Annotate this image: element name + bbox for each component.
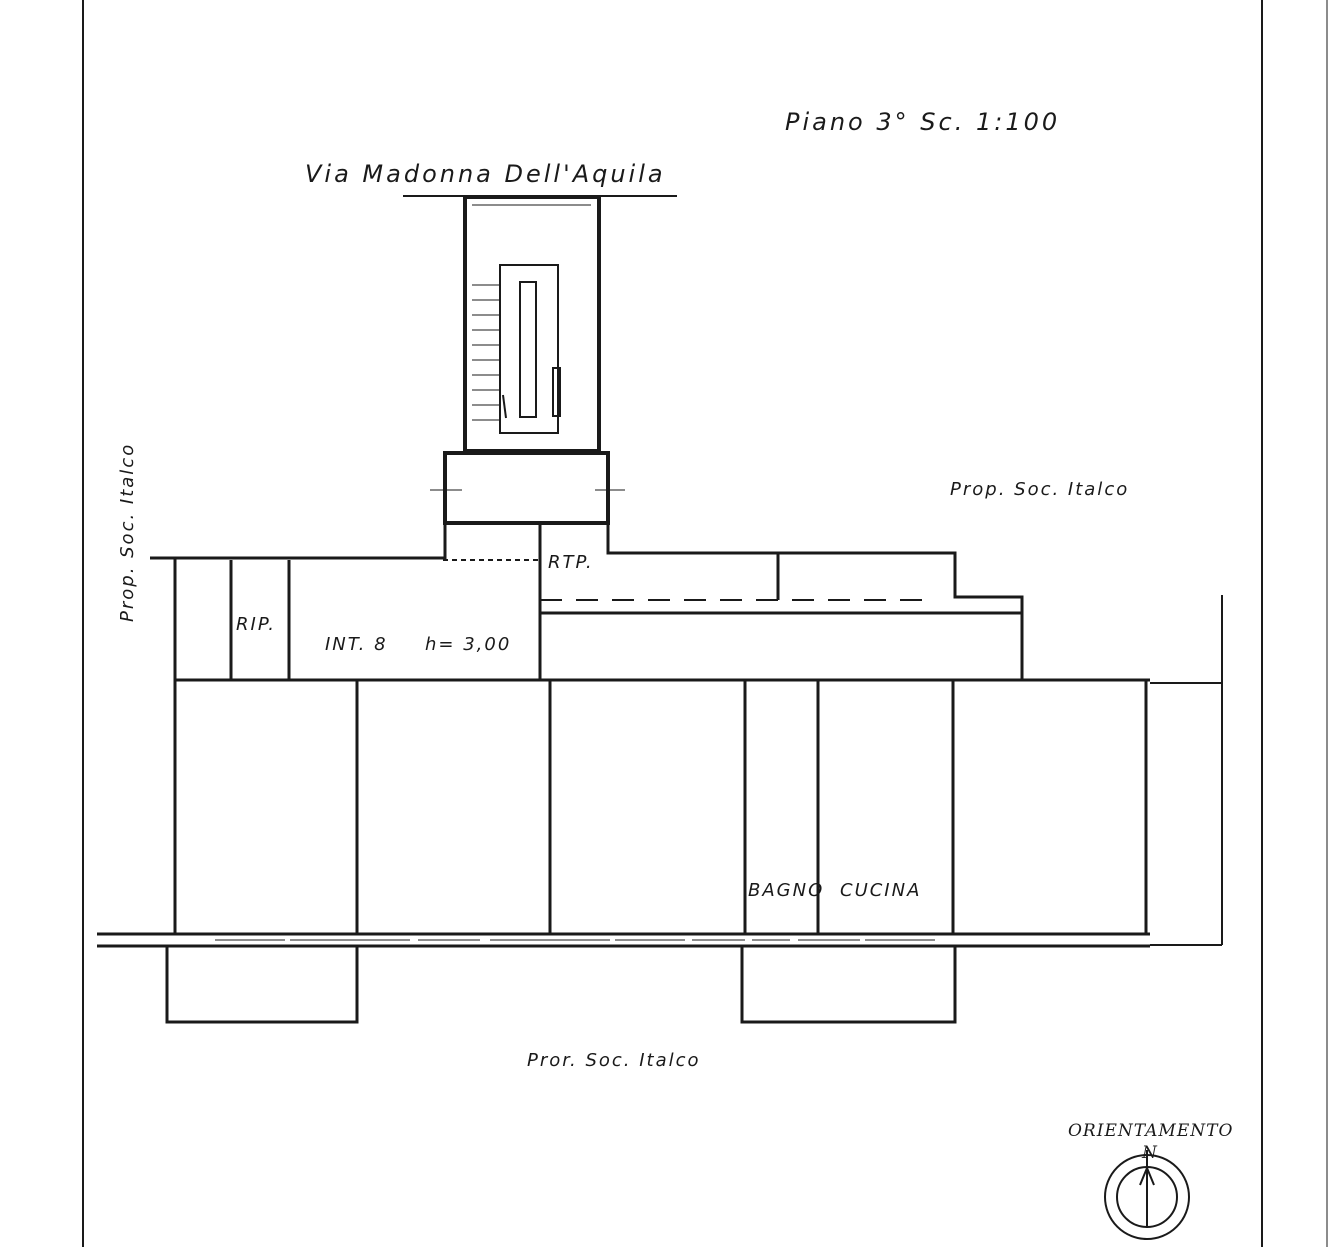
street-label: Via Madonna Dell'Aquila bbox=[305, 160, 666, 188]
prop-right-label: Prop. Soc. Italco bbox=[950, 479, 1129, 500]
apartment-lower bbox=[355, 595, 1223, 946]
height-label: h= 3,00 bbox=[425, 634, 511, 655]
rip-left-label: RIP. bbox=[236, 614, 276, 635]
landing bbox=[430, 451, 625, 561]
apartment-upper bbox=[150, 523, 1150, 935]
bath-label: BAGNO bbox=[748, 880, 824, 901]
compass: ORIENTAMENTO N bbox=[1068, 1121, 1233, 1240]
compass-label: ORIENTAMENTO bbox=[1068, 1121, 1233, 1141]
page-frame bbox=[82, 0, 1328, 1247]
compass-north: N bbox=[1141, 1143, 1158, 1163]
prop-bottom-label: Pror. Soc. Italco bbox=[527, 1050, 701, 1071]
balconies bbox=[165, 946, 957, 1024]
facade-wall bbox=[97, 932, 1150, 948]
rip-top-label: RTP. bbox=[548, 552, 594, 573]
staircase bbox=[463, 195, 601, 453]
kitchen-label: CUCINA bbox=[840, 880, 921, 901]
prop-left-label: Prop. Soc. Italco bbox=[117, 443, 138, 622]
plan-title: Piano 3° Sc. 1:100 bbox=[785, 108, 1060, 136]
north-arrow-icon bbox=[1139, 1150, 1155, 1228]
unit-label: INT. 8 bbox=[325, 634, 388, 655]
